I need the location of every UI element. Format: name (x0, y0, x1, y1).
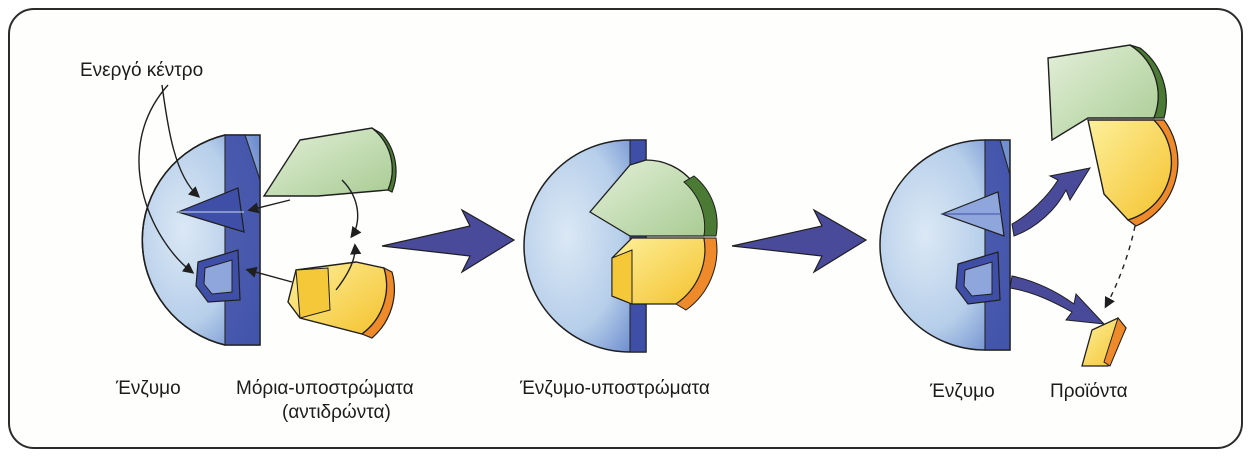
enzyme-label-left: Ένζυμο (116, 378, 181, 399)
substrate-yellow-free (287, 261, 395, 339)
substrates-label-line2: (αντιδρώντα) (282, 402, 391, 423)
product-small (1081, 316, 1127, 367)
reaction-arrow-1 (381, 208, 516, 274)
substrates-label-line1: Μόρια-υποστρώματα (236, 378, 414, 399)
products-label: Προϊόντα (1050, 381, 1128, 402)
release-arrows (1009, 167, 1136, 325)
enzyme-left (141, 134, 261, 346)
active-site-pointers (138, 84, 201, 274)
reaction-arrow-2 (731, 208, 868, 274)
enzyme-substrate-complex (523, 139, 718, 353)
binding-arrows (245, 179, 362, 291)
complex-label: Ένζυμο-υποστρώματα (520, 378, 710, 399)
active-site-label: Ενεργό κέντρο (80, 60, 204, 81)
enzyme-right (879, 139, 1011, 351)
product-large (1047, 44, 1179, 227)
substrate-green-free (262, 127, 397, 197)
enzyme-label-right: Ένζυμο (930, 381, 995, 402)
